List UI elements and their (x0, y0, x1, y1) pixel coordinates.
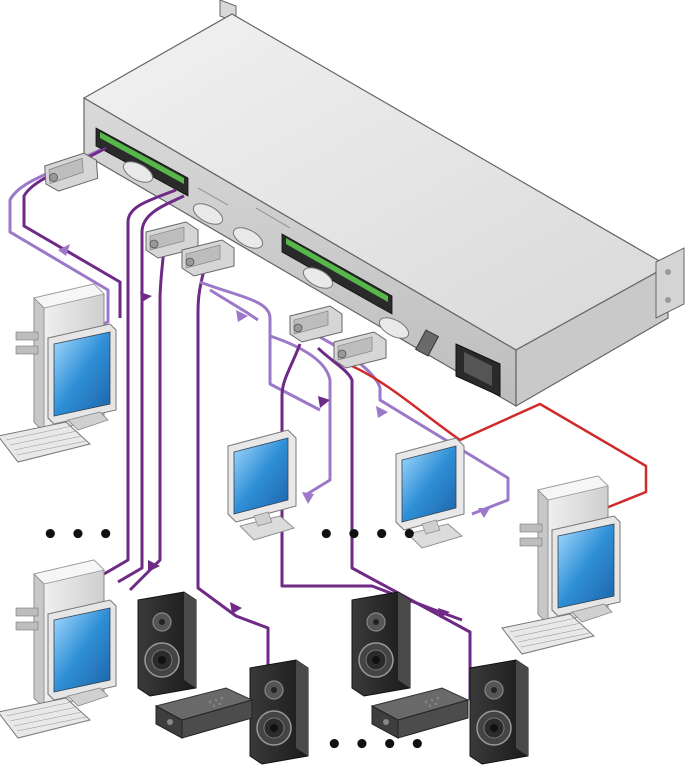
monitor-icon (227, 429, 297, 541)
pc-tower-icon (0, 283, 117, 463)
amplifier-icon (155, 687, 253, 739)
ellipsis-more-pcs: • • • (42, 520, 115, 550)
pc-tower-icon (0, 559, 117, 739)
speaker-icon (137, 591, 197, 697)
signal-arrows (58, 244, 490, 618)
pc-tower-icon (501, 475, 621, 655)
speaker-icon (249, 659, 309, 765)
speaker-icon (469, 659, 529, 765)
ellipsis-more-monitors: • • • • (318, 520, 419, 550)
switcher-chassis-icon (82, 0, 685, 408)
ellipsis-more-speakers: • • • • (326, 730, 427, 760)
speaker-icon (351, 591, 411, 697)
